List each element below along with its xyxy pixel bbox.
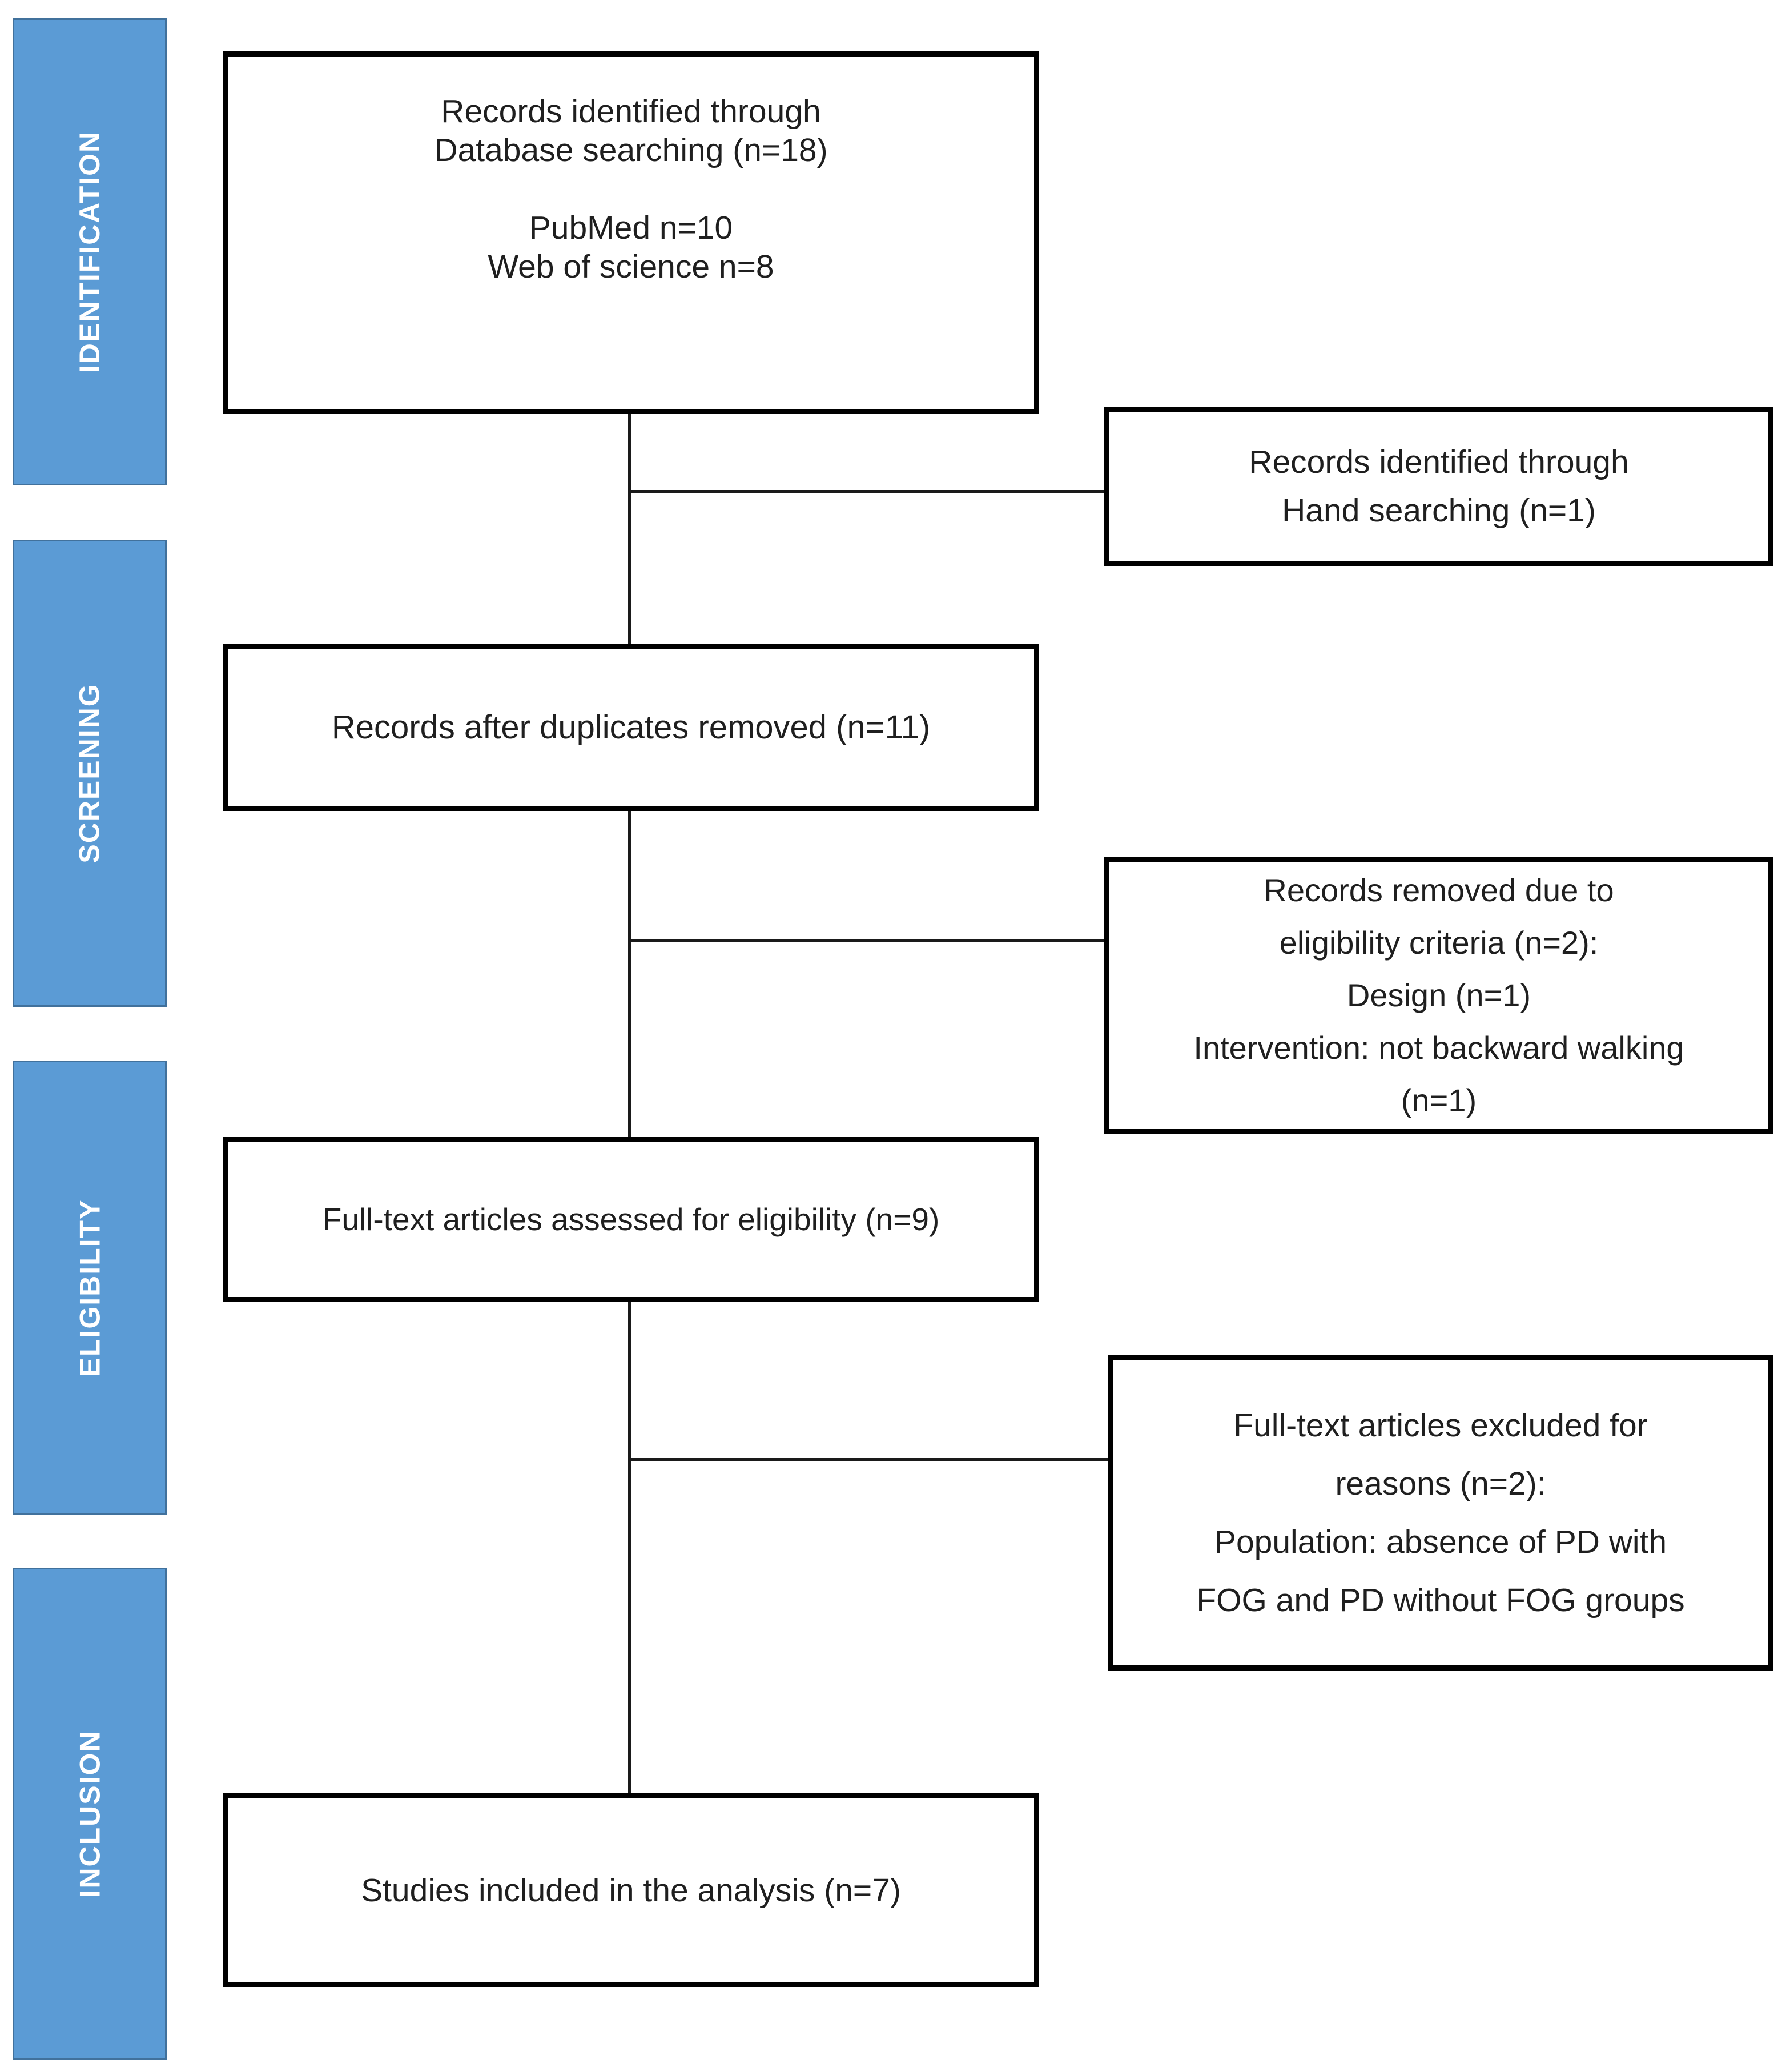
text-line: FOG and PD without FOG groups	[1196, 1581, 1685, 1619]
text-line: Records removed due to	[1264, 872, 1614, 908]
stage-screening-label: SCREENING	[74, 683, 106, 864]
text-line: Records identified through	[1249, 444, 1629, 480]
connector-db-to-duplicates	[628, 411, 631, 648]
text-line: reasons (n=2):	[1335, 1465, 1546, 1502]
box-fulltext-excluded: Full-text articles excluded for reasons …	[1108, 1355, 1773, 1671]
text-line: eligibility criteria (n=2):	[1279, 924, 1599, 961]
text-line: PubMed n=10	[529, 210, 733, 246]
text-line: Records identified through	[441, 93, 821, 130]
text-line-blank	[228, 170, 1034, 208]
text-line: Full-text articles excluded for	[1233, 1407, 1648, 1444]
text-line: (n=1)	[1401, 1082, 1477, 1118]
text-line: Database searching (n=18)	[434, 132, 828, 168]
stage-inclusion-label: INCLUSION	[74, 1730, 106, 1898]
connector-to-hand-search	[630, 490, 1106, 493]
text-line: Population: absence of PD with	[1214, 1523, 1667, 1560]
stage-eligibility-label: ELIGIBILITY	[74, 1199, 106, 1377]
stage-eligibility: ELIGIBILITY	[13, 1061, 167, 1515]
text-line: Intervention: not backward walking	[1193, 1029, 1684, 1066]
text-line: Hand searching (n=1)	[1282, 492, 1596, 529]
text-line: Records after duplicates removed (n=11)	[331, 708, 931, 746]
stage-identification-label: IDENTIFICATION	[74, 130, 106, 374]
text-line: Design (n=1)	[1346, 977, 1531, 1013]
text-line: Web of science n=8	[488, 248, 774, 285]
connector-duplicates-to-fulltext	[628, 808, 631, 1139]
text-line: Studies included in the analysis (n=7)	[361, 1872, 901, 1909]
connector-to-fulltext-excluded	[630, 1458, 1109, 1461]
box-fulltext-assessed: Full-text articles assessed for eligibil…	[223, 1137, 1039, 1302]
text-line: Full-text articles assessed for eligibil…	[322, 1202, 940, 1237]
stage-screening: SCREENING	[13, 540, 167, 1007]
box-records-database-search: Records identified through Database sear…	[223, 51, 1039, 414]
box-hand-search: Records identified through Hand searchin…	[1104, 407, 1773, 566]
connector-fulltext-to-included	[628, 1299, 631, 1796]
stage-inclusion: INCLUSION	[13, 1568, 167, 2060]
box-eligibility-removed: Records removed due to eligibility crite…	[1104, 857, 1773, 1134]
connector-to-eligibility-removed	[630, 939, 1106, 942]
box-duplicates-removed: Records after duplicates removed (n=11)	[223, 644, 1039, 811]
stage-identification: IDENTIFICATION	[13, 18, 167, 485]
box-studies-included: Studies included in the analysis (n=7)	[223, 1793, 1039, 1987]
